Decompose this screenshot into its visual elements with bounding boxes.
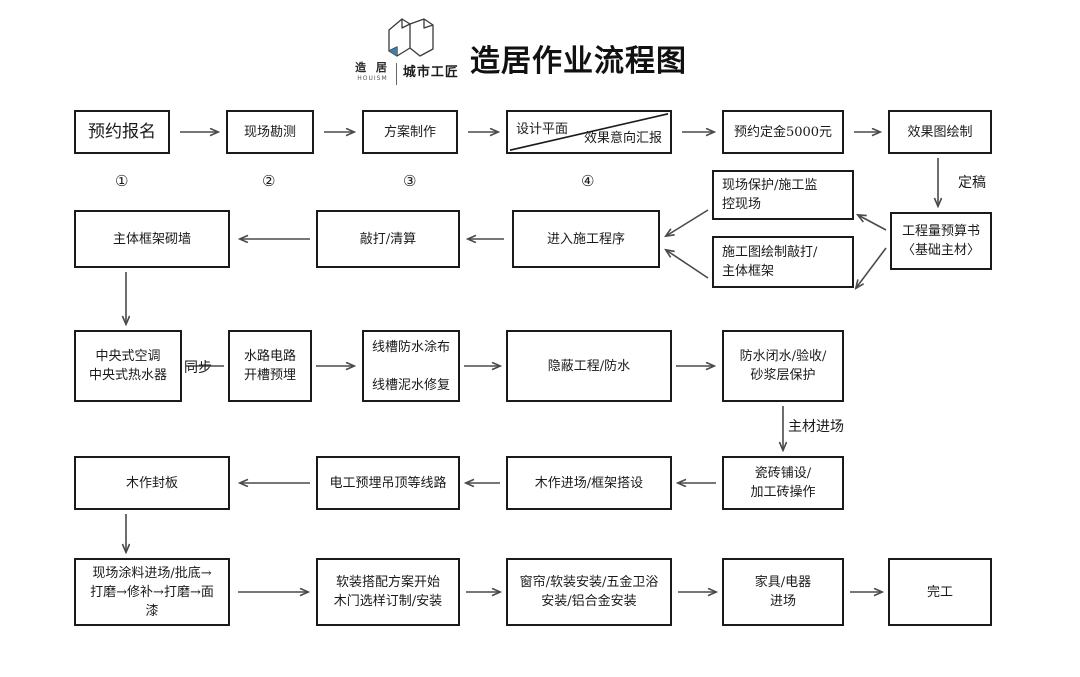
node-n18[interactable]: 瓷砖铺设/ 加工砖操作 bbox=[722, 456, 844, 510]
node-n13[interactable]: 中央式空调 中央式热水器 bbox=[74, 330, 182, 402]
edge-n8-n9 bbox=[856, 247, 887, 288]
brand-logo-text: 造 居 HOUISM 城市工匠 bbox=[352, 62, 462, 92]
node-n14[interactable]: 水路电路 开槽预埋 bbox=[228, 330, 312, 402]
node-n24[interactable]: 窗帘/软装安装/五金卫浴 安装/铝合金安装 bbox=[506, 558, 672, 626]
edge-n8-n7 bbox=[858, 215, 887, 231]
node-n11[interactable]: 敲打/清算 bbox=[316, 210, 460, 268]
node-n22[interactable]: 现场涂料进场/批底→ 打磨→修补→打磨→面 漆 bbox=[74, 558, 230, 626]
node-n8[interactable]: 工程量预算书 〈基础主材〉 bbox=[890, 212, 992, 270]
edge-n9-n10 bbox=[666, 250, 709, 279]
node-n25[interactable]: 家具/电器 进场 bbox=[722, 558, 844, 626]
node-n12[interactable]: 主体框架砌墙 bbox=[74, 210, 230, 268]
page-title: 造居作业流程图 bbox=[470, 44, 687, 79]
node-n10[interactable]: 进入施工程序 bbox=[512, 210, 660, 268]
step-number-1: ① bbox=[115, 172, 129, 190]
diagonal-divider-icon bbox=[508, 112, 670, 152]
node-n21[interactable]: 木作封板 bbox=[74, 456, 230, 510]
brand-name-en: HOUISM bbox=[357, 75, 388, 82]
node-design-plan-split[interactable]: 设计平面 效果意向汇报 bbox=[506, 110, 672, 154]
brand-name-cn: 造 居 bbox=[355, 61, 390, 74]
node-n17[interactable]: 防水闭水/验收/ 砂浆层保护 bbox=[722, 330, 844, 402]
split-label-top: 设计平面 bbox=[516, 122, 569, 137]
node-n19[interactable]: 木作进场/框架搭设 bbox=[506, 456, 672, 510]
step-number-3: ③ bbox=[403, 172, 417, 190]
node-n1[interactable]: 预约报名 bbox=[74, 110, 170, 154]
node-n2[interactable]: 现场勘测 bbox=[226, 110, 314, 154]
node-n5[interactable]: 预约定金5000元 bbox=[722, 110, 844, 154]
node-n23[interactable]: 软装搭配方案开始 木门选样订制/安装 bbox=[316, 558, 460, 626]
node-n7[interactable]: 现场保护/施工监 控现场 bbox=[712, 170, 854, 220]
brand-tagline: 城市工匠 bbox=[402, 65, 459, 80]
edge-n7-n10 bbox=[666, 209, 709, 236]
split-label-bottom: 效果意向汇报 bbox=[583, 131, 662, 146]
node-n20[interactable]: 电工预埋吊顶等线路 bbox=[316, 456, 460, 510]
step-number-2: ② bbox=[262, 172, 276, 190]
node-n9[interactable]: 施工图绘制敲打/ 主体框架 bbox=[712, 236, 854, 288]
node-n6[interactable]: 效果图绘制 bbox=[888, 110, 992, 154]
node-n3[interactable]: 方案制作 bbox=[362, 110, 458, 154]
edge-label-2: 主材进场 bbox=[788, 419, 844, 435]
node-n15[interactable]: 线槽防水涂布 线槽泥水修复 bbox=[362, 330, 460, 402]
step-number-4: ④ bbox=[581, 172, 595, 190]
brand-logo: 造 居 HOUISM 城市工匠 bbox=[352, 16, 462, 92]
house-logo-icon bbox=[388, 18, 434, 57]
edge-label-0: 定稿 bbox=[958, 175, 986, 191]
logo-divider bbox=[395, 63, 397, 85]
node-n26[interactable]: 完工 bbox=[888, 558, 992, 626]
edge-label-1: 同步 bbox=[184, 360, 212, 376]
node-n16[interactable]: 隐蔽工程/防水 bbox=[506, 330, 672, 402]
